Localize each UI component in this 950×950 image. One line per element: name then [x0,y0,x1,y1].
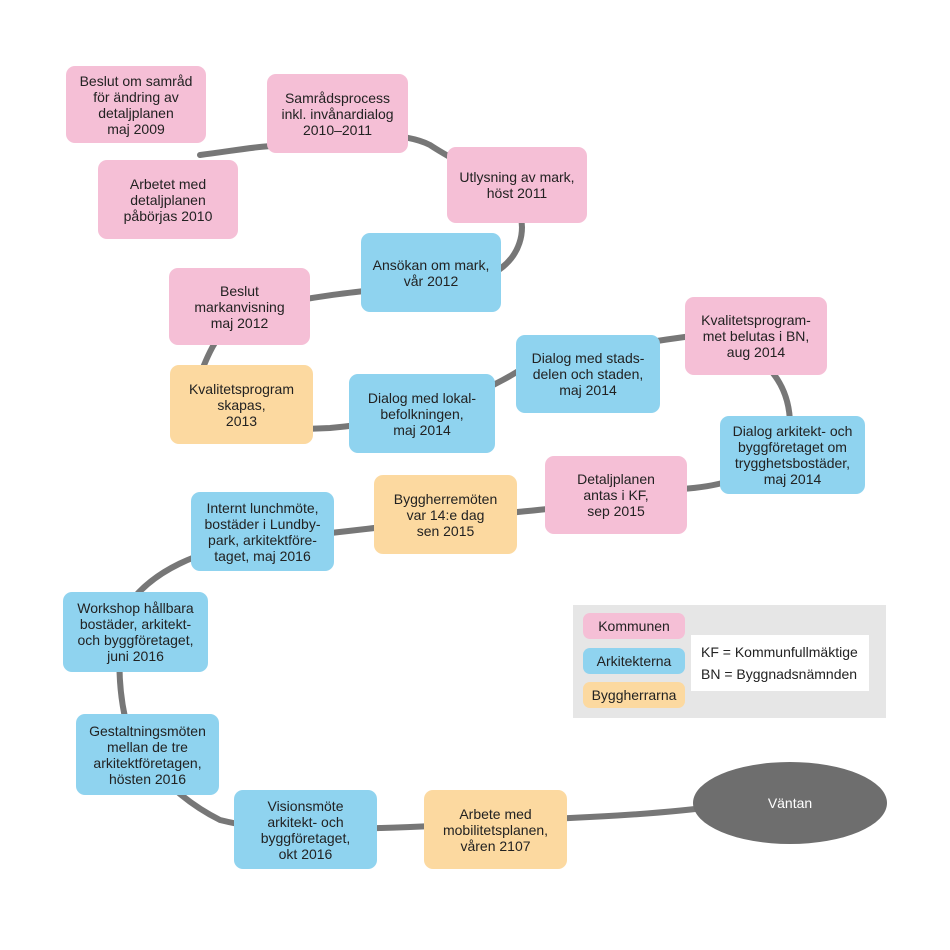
timeline-path [116,132,794,834]
step-dialog-trygghetsbostader: Dialog arkitekt- och byggföretaget om tr… [720,416,865,494]
step-dialog-stadsdelen: Dialog med stads- delen och staden, maj … [516,335,660,413]
step-kvalitetsprogrammet-bn: Kvalitetsprogram- met belutas i BN, aug … [685,297,827,375]
step-byggherremoten: Byggherremöten var 14:e dag sen 2015 [374,475,517,554]
step-kvalitetsprogram-skapas: Kvalitetsprogram skapas, 2013 [170,365,313,444]
step-dialog-lokalbefolkningen: Dialog med lokal- befolkningen, maj 2014 [349,374,495,453]
legend: Kommunen Arkitekterna Byggherrarna KF = … [573,605,886,718]
step-utlysning-av-mark: Utlysning av mark, höst 2011 [447,147,587,223]
abbr-kf: KF = Kommunfullmäktige [701,644,858,660]
step-samradsprocess: Samrådsprocess inkl. invånardialog 2010–… [267,74,408,153]
abbr-bn: BN = Byggnadsnämnden [701,666,858,682]
step-workshop-hallbara: Workshop hållbara bostäder, arkitekt- oc… [63,592,208,672]
step-beslut-markanvisning: Beslut markanvisning maj 2012 [169,268,310,345]
end-vantan-oval: Väntan [693,762,887,844]
legend-byggherrarna: Byggherrarna [583,682,685,708]
legend-arkitekterna: Arkitekterna [583,648,685,674]
legend-abbreviations: KF = Kommunfullmäktige BN = Byggnadsnämn… [691,635,869,691]
step-gestaltningsmoten: Gestaltningsmöten mellan de tre arkitekt… [76,714,219,795]
step-arbetet-detaljplanen: Arbetet med detaljplanen påbörjas 2010 [98,160,238,239]
legend-kommunen: Kommunen [583,613,685,639]
step-detaljplanen-antas: Detaljplanen antas i KF, sep 2015 [545,456,687,534]
step-beslut-samrad: Beslut om samråd för ändring av detaljpl… [66,66,206,143]
step-mobilitetsplanen: Arbete med mobilitetsplanen, våren 2107 [424,790,567,869]
step-visionsmote: Visionsmöte arkitekt- och byggföretaget,… [234,790,377,869]
step-internt-lunchmote: Internt lunchmöte, bostäder i Lundby- pa… [191,492,334,571]
step-ansokan-om-mark: Ansökan om mark, vår 2012 [361,233,501,312]
